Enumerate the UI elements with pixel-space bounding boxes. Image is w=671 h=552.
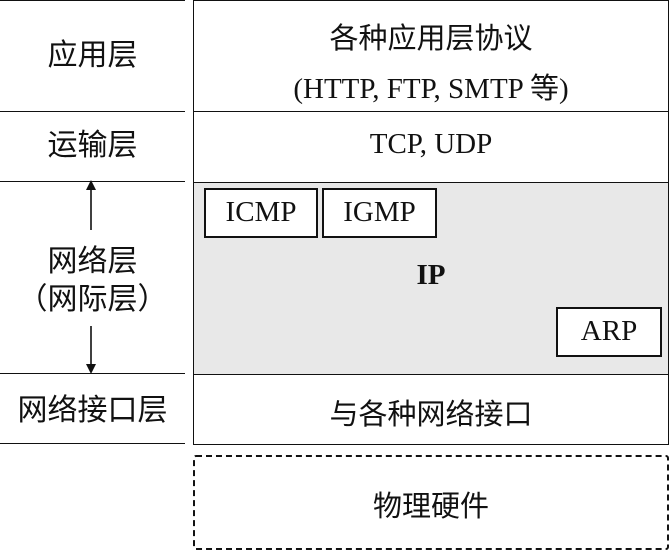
icmp-box: ICMP	[204, 188, 318, 238]
network-layer-box: ICMP IGMP IP ARP	[193, 182, 669, 375]
ip-label: IP	[416, 259, 446, 291]
label-link-layer: 网络接口层	[17, 393, 168, 428]
down-arrow-icon	[86, 326, 96, 374]
left-rule-1	[0, 111, 185, 112]
left-rule-2	[0, 181, 185, 182]
application-protocols-title: 各种应用层协议	[329, 21, 533, 55]
network-interfaces-text: 与各种网络接口	[329, 397, 533, 431]
label-network-layer-alt: （网际层）	[17, 282, 168, 317]
physical-hardware-box: 物理硬件	[193, 455, 669, 550]
physical-hardware-text: 物理硬件	[372, 489, 489, 523]
application-protocols-examples: (HTTP, FTP, SMTP 等)	[293, 73, 569, 105]
label-transport-layer: 运输层	[47, 128, 138, 163]
transport-protocols-text: TCP, UDP	[369, 128, 493, 160]
left-rule-4	[0, 443, 185, 444]
left-rule-3	[0, 373, 185, 374]
network-span-arrows	[86, 180, 96, 374]
igmp-box: IGMP	[322, 188, 437, 238]
arp-box: ARP	[556, 307, 662, 357]
up-arrow-icon	[86, 180, 96, 230]
network-interfaces-box: 与各种网络接口	[193, 374, 669, 445]
left-rule-top	[0, 0, 185, 1]
transport-protocols-box: TCP, UDP	[193, 111, 669, 183]
label-network-layer: 网络层	[47, 244, 138, 279]
label-application-layer: 应用层	[47, 38, 138, 73]
application-protocols-box: 各种应用层协议 (HTTP, FTP, SMTP 等)	[193, 0, 669, 112]
